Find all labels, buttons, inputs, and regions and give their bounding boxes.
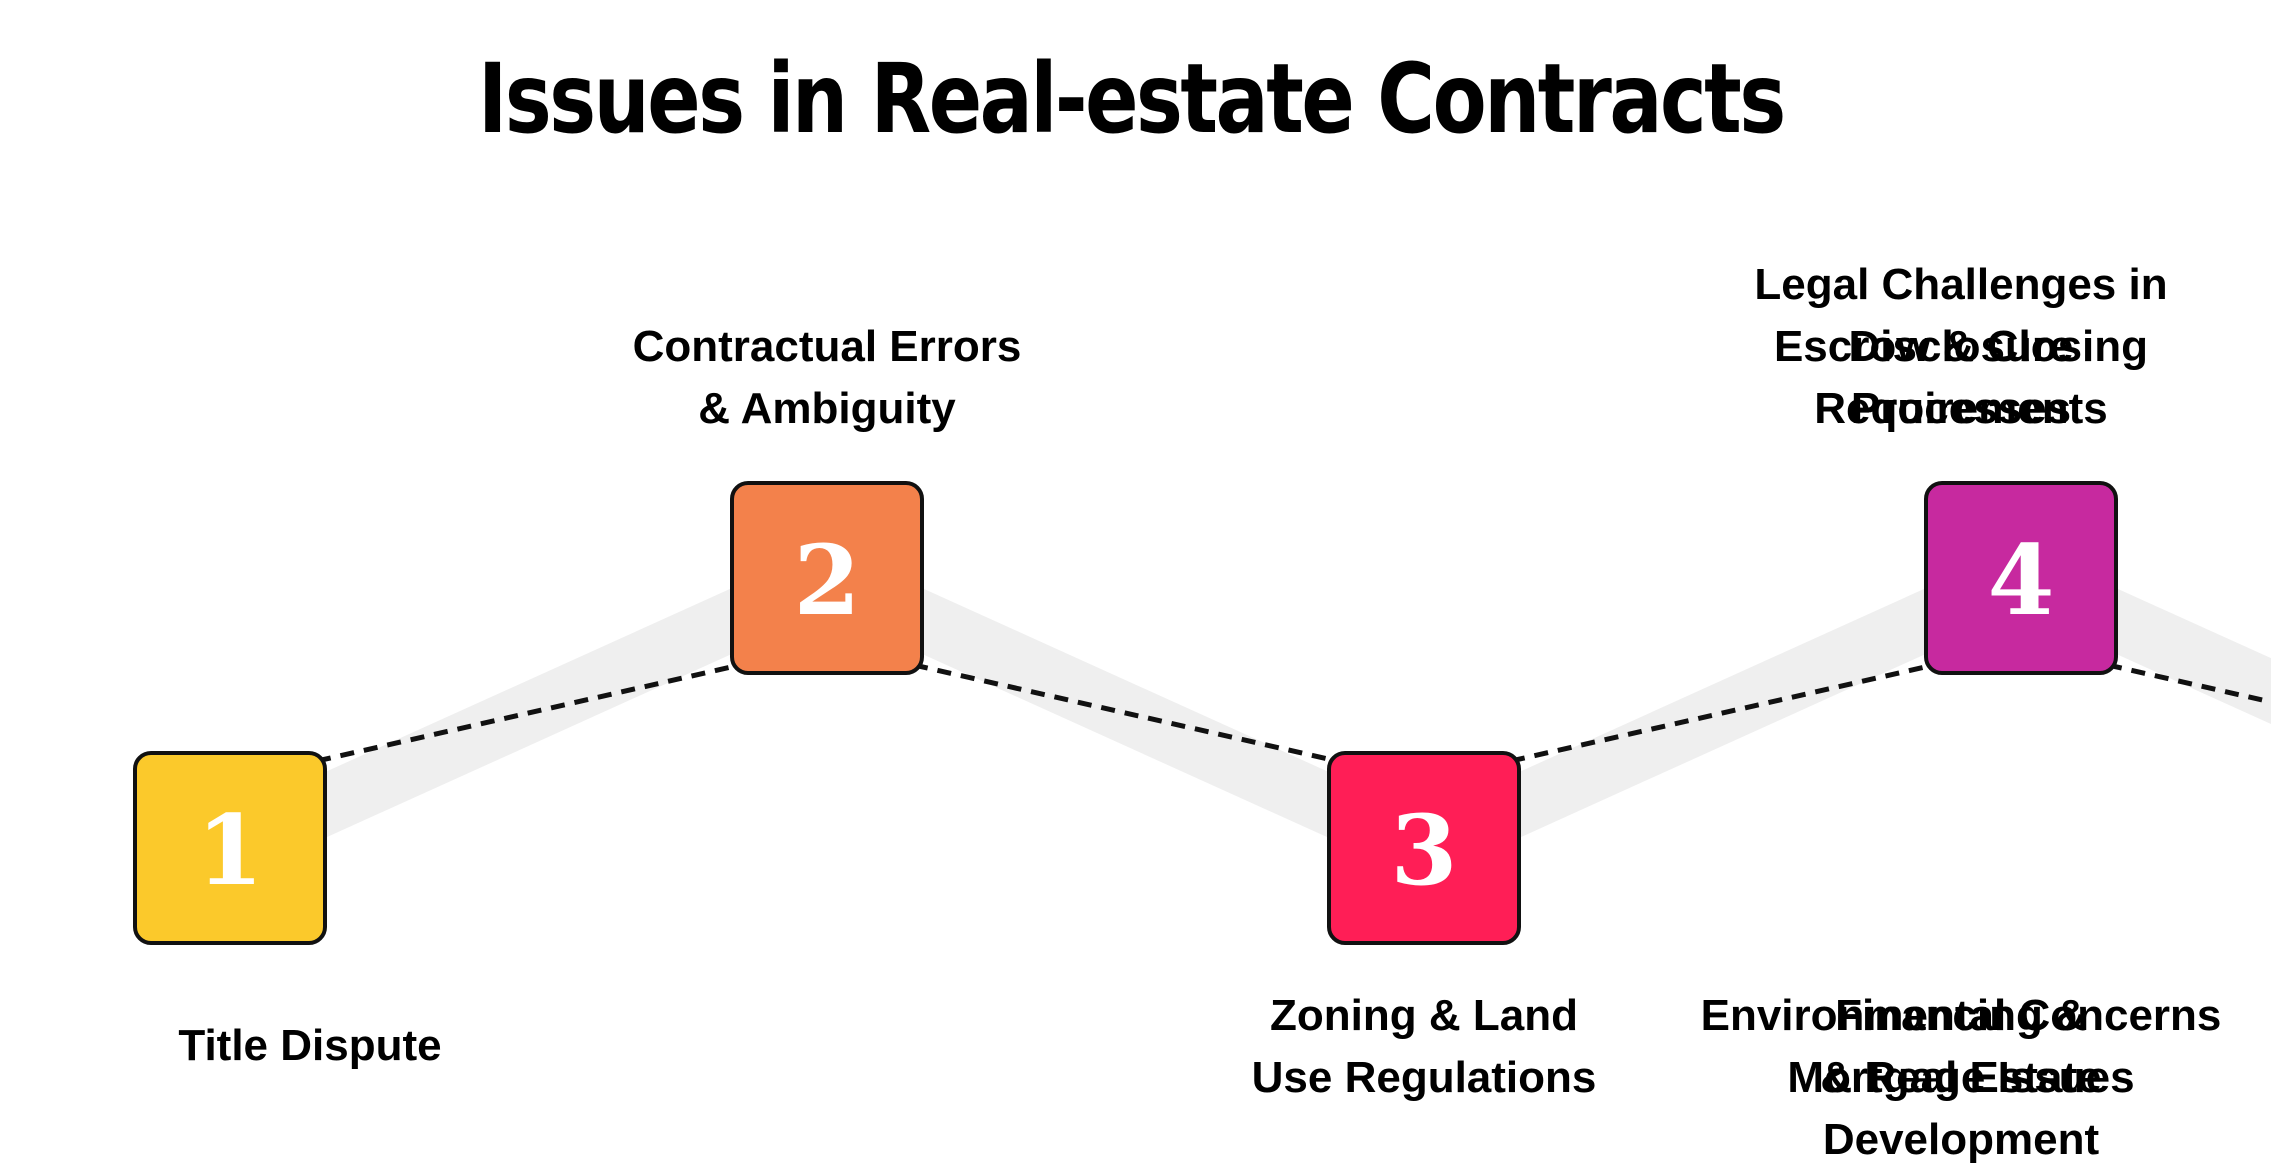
step-label-6: Disclosure Requirements bbox=[1814, 322, 2108, 433]
step-label-5: Environmental Concerns & Real Estate Dev… bbox=[1700, 991, 2222, 1164]
connector-1-2 bbox=[316, 662, 741, 764]
step-number-2: 2 bbox=[794, 524, 861, 637]
step-label-3: Zoning & Land Use Regulations bbox=[1251, 991, 1597, 1102]
step-label-7: Financing & Mortgage Issues bbox=[1787, 991, 2135, 1102]
dashed-connectors bbox=[316, 662, 2271, 764]
connector-4-5 bbox=[2107, 662, 2271, 705]
step-boxes: 1234567 bbox=[133, 481, 2118, 945]
connector-3-4 bbox=[1510, 662, 1935, 764]
step-label-2: Contractual Errors & Ambiguity bbox=[632, 322, 1022, 433]
step-label-4: Legal Challenges in Escrow & Closing Pro… bbox=[1754, 260, 2168, 433]
step-label-1: Title Dispute bbox=[178, 1021, 442, 1070]
step-box-fill-3 bbox=[1327, 751, 1521, 945]
step-number-4: 4 bbox=[1988, 524, 2055, 637]
step-box-4: 4 bbox=[1924, 481, 2118, 675]
step-box-1: 1 bbox=[133, 751, 327, 945]
step-box-fill-4 bbox=[1924, 481, 2118, 675]
step-box-fill-2 bbox=[730, 481, 924, 675]
step-box-3: 3 bbox=[1327, 751, 1521, 945]
step-box-2: 2 bbox=[730, 481, 924, 675]
step-number-3: 3 bbox=[1391, 794, 1458, 907]
step-box-fill-1 bbox=[133, 751, 327, 945]
step-number-1: 1 bbox=[197, 794, 264, 907]
connector-2-3 bbox=[913, 662, 1338, 764]
diagram-title: Issues in Real-estate Contracts bbox=[478, 43, 1786, 155]
